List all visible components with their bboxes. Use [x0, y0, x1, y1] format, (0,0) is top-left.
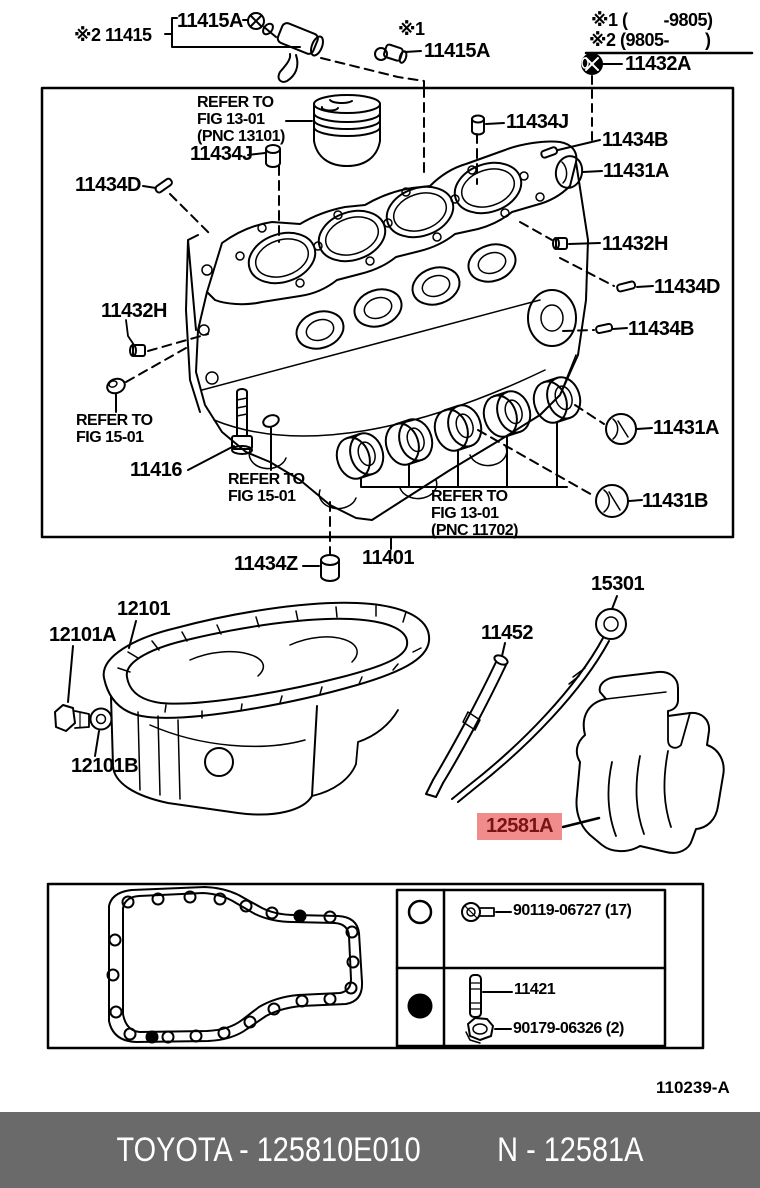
oil-nozzle-icon: [276, 22, 324, 83]
callout-12101B: 12101B: [71, 755, 139, 777]
callout-11416: 11416: [130, 459, 183, 481]
oil-nozzle-icon: [374, 43, 408, 64]
callout-11431A-lower: 11431A: [653, 417, 719, 439]
callout-11434Z: 11434Z: [234, 553, 298, 575]
oil-pan-drawing: [102, 601, 431, 816]
variant-note-mid: ※1: [398, 19, 425, 39]
callout-12101A: 12101A: [49, 624, 117, 646]
cap-plug-icon: [595, 484, 643, 518]
callout-11432H-left: 11432H: [101, 300, 167, 322]
legend-part-90179: 90179-06326 (2): [513, 1020, 624, 1037]
highlighted-part-callout-12581A: 12581A: [477, 813, 562, 840]
dipstick-drawing: [451, 595, 627, 803]
oval-plug-icon: [554, 155, 603, 189]
screw-plug-icon: [106, 377, 126, 413]
head-bolt-holes: [235, 165, 545, 288]
callout-12101: 12101: [117, 598, 171, 620]
main-bearing-shells: [335, 376, 582, 488]
refer-note-piston: REFER TO FIG 13-01 (PNC 13101): [197, 94, 285, 145]
open-circle-symbol: [407, 899, 433, 925]
refer-line: REFER TO: [76, 412, 153, 429]
callout-11452: 11452: [481, 622, 534, 644]
footer-n-code: N - 12581A: [497, 1130, 644, 1169]
callout-11432H-right: 11432H: [602, 233, 668, 255]
sheet-code: 110239-A: [656, 1078, 730, 1097]
refer-line: REFER TO: [431, 488, 508, 505]
legend-part-90119: 90119-06727 (17): [513, 902, 632, 919]
flange-bolt-icon: [461, 902, 512, 922]
screw-plug-icon: [552, 237, 601, 250]
refer-line: (PNC 13101): [197, 128, 285, 145]
legend-part-11421: 11421: [514, 981, 556, 998]
highlight-leader: [561, 816, 601, 829]
drain-plug-icon: [54, 645, 90, 732]
cap-plug-icon: [605, 413, 653, 445]
stud-bolt-icon: [469, 974, 513, 1018]
refer-note-left: REFER TO FIG 15-01: [76, 412, 153, 446]
block-diagram-frame: [40, 86, 735, 539]
callout-11401: 11401: [362, 547, 415, 569]
gasket-legend-frame: [46, 882, 705, 1050]
catalog-footer-bar: TOYOTA - 125810E010 N - 12581A: [0, 1112, 760, 1188]
cylinder-block-drawing: [185, 140, 589, 521]
straight-pin-icon: [595, 322, 628, 335]
callout-11434B-lower: 11434B: [628, 318, 694, 340]
refer-line: FIG 15-01: [228, 488, 296, 505]
callout-11431B: 11431B: [642, 490, 708, 512]
refer-line: FIG 13-01: [197, 111, 265, 128]
water-jacket-ports: [295, 243, 517, 350]
callout-11415A-mid: 11415A: [424, 40, 490, 62]
footer-part-code: TOYOTA - 125810E010: [116, 1130, 421, 1169]
oil-nozzle-assembly: [164, 12, 425, 89]
flange-nut-icon: [465, 1017, 512, 1044]
refer-note-mid: REFER TO FIG 15-01: [228, 471, 305, 505]
range-note-1: ※1 ( -9805): [591, 10, 713, 30]
callout-15301: 15301: [591, 573, 645, 595]
piston-drawing: [285, 94, 381, 167]
dipstick-guide-drawing: [425, 642, 509, 798]
straight-pin-icon: [540, 139, 601, 159]
dowel-pin-icon: [142, 177, 173, 194]
range-note-2: ※2 (9805- ): [589, 30, 711, 50]
oil-pan-leader: [128, 620, 137, 649]
variant-note-left: ※2 11415: [74, 25, 152, 45]
cup-plug-icon: [247, 144, 281, 168]
refer-line: REFER TO: [228, 471, 305, 488]
screw-plug-icon: [125, 319, 146, 357]
banjo-bolt-icon: [242, 12, 277, 38]
callout-11434J-left: 11434J: [190, 143, 253, 165]
callout-11431A-upper: 11431A: [603, 160, 669, 182]
callout-11434D-left: 11434D: [75, 174, 141, 196]
dowel-pin-icon: [616, 280, 654, 293]
refer-line: (PNC 11702): [431, 522, 519, 539]
callout-11432A: 11432A: [625, 53, 691, 75]
straight-pin-icon: [262, 414, 280, 471]
callout-11434D-right: 11434D: [654, 276, 720, 298]
refer-note-bearings: REFER TO FIG 13-01 (PNC 11702): [431, 488, 519, 539]
refer-line: FIG 15-01: [76, 429, 144, 446]
callout-11434J-right: 11434J: [506, 111, 569, 133]
gasket-ring-icon: [89, 707, 113, 757]
callout-11415A-top: 11415A: [177, 10, 243, 32]
union-bolt-icon: [187, 388, 253, 471]
assembly-dashes: [125, 87, 615, 555]
refer-line: REFER TO: [197, 94, 274, 111]
filled-circle-symbol: [407, 993, 433, 1019]
refer-line: FIG 13-01: [431, 505, 499, 522]
callout-11434B-upper: 11434B: [602, 129, 668, 151]
legend-table: [395, 888, 667, 1048]
cup-plug-icon: [471, 114, 505, 136]
cup-plug-icon: [302, 554, 340, 582]
taper-plug-icon: [581, 53, 623, 75]
insulator-drawing: [575, 670, 725, 854]
oil-pan-gasket-drawing: [106, 886, 364, 1044]
